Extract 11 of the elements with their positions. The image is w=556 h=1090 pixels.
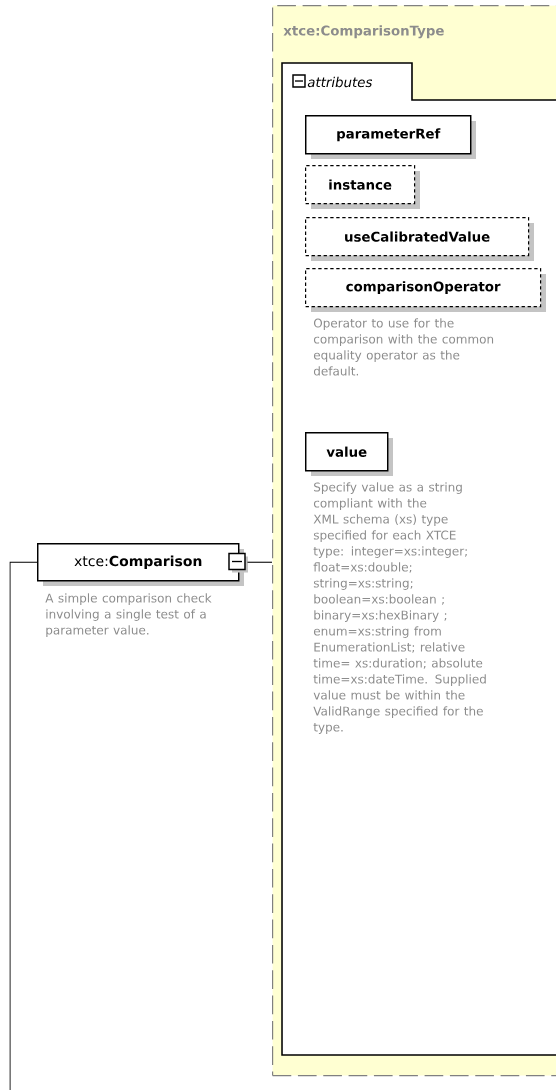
attribute-box: useCalibratedValue xyxy=(305,217,534,261)
connector-line xyxy=(9,561,38,1090)
description-text: Specify value as a string compliant with the XML schema (xs) type specified for each XTCE type: integer=xs:integer; float=xs:double; string=xs:string; boolean=xs:boolean ; binary=xs:hexBinary ; enum=xs:string from EnumerationList; relative time= xs:duration; absolute time=xs:dateTime. Supplied value must be within the ValidRange specified for the type. xyxy=(313,482,486,734)
connector-line xyxy=(246,561,273,563)
attribute-box: comparisonOperator xyxy=(305,268,546,312)
attribute-box: instance xyxy=(305,165,420,209)
element-box: xtce:Comparison xyxy=(37,543,248,586)
attribute-box: parameterRef xyxy=(305,115,476,159)
description-text: Operator to use for the comparison with the common equality operator as the default. xyxy=(313,318,494,376)
attribute-box: value xyxy=(305,432,393,476)
description-text: A simple comparison check involving a single test of a parameter value. xyxy=(45,593,212,637)
